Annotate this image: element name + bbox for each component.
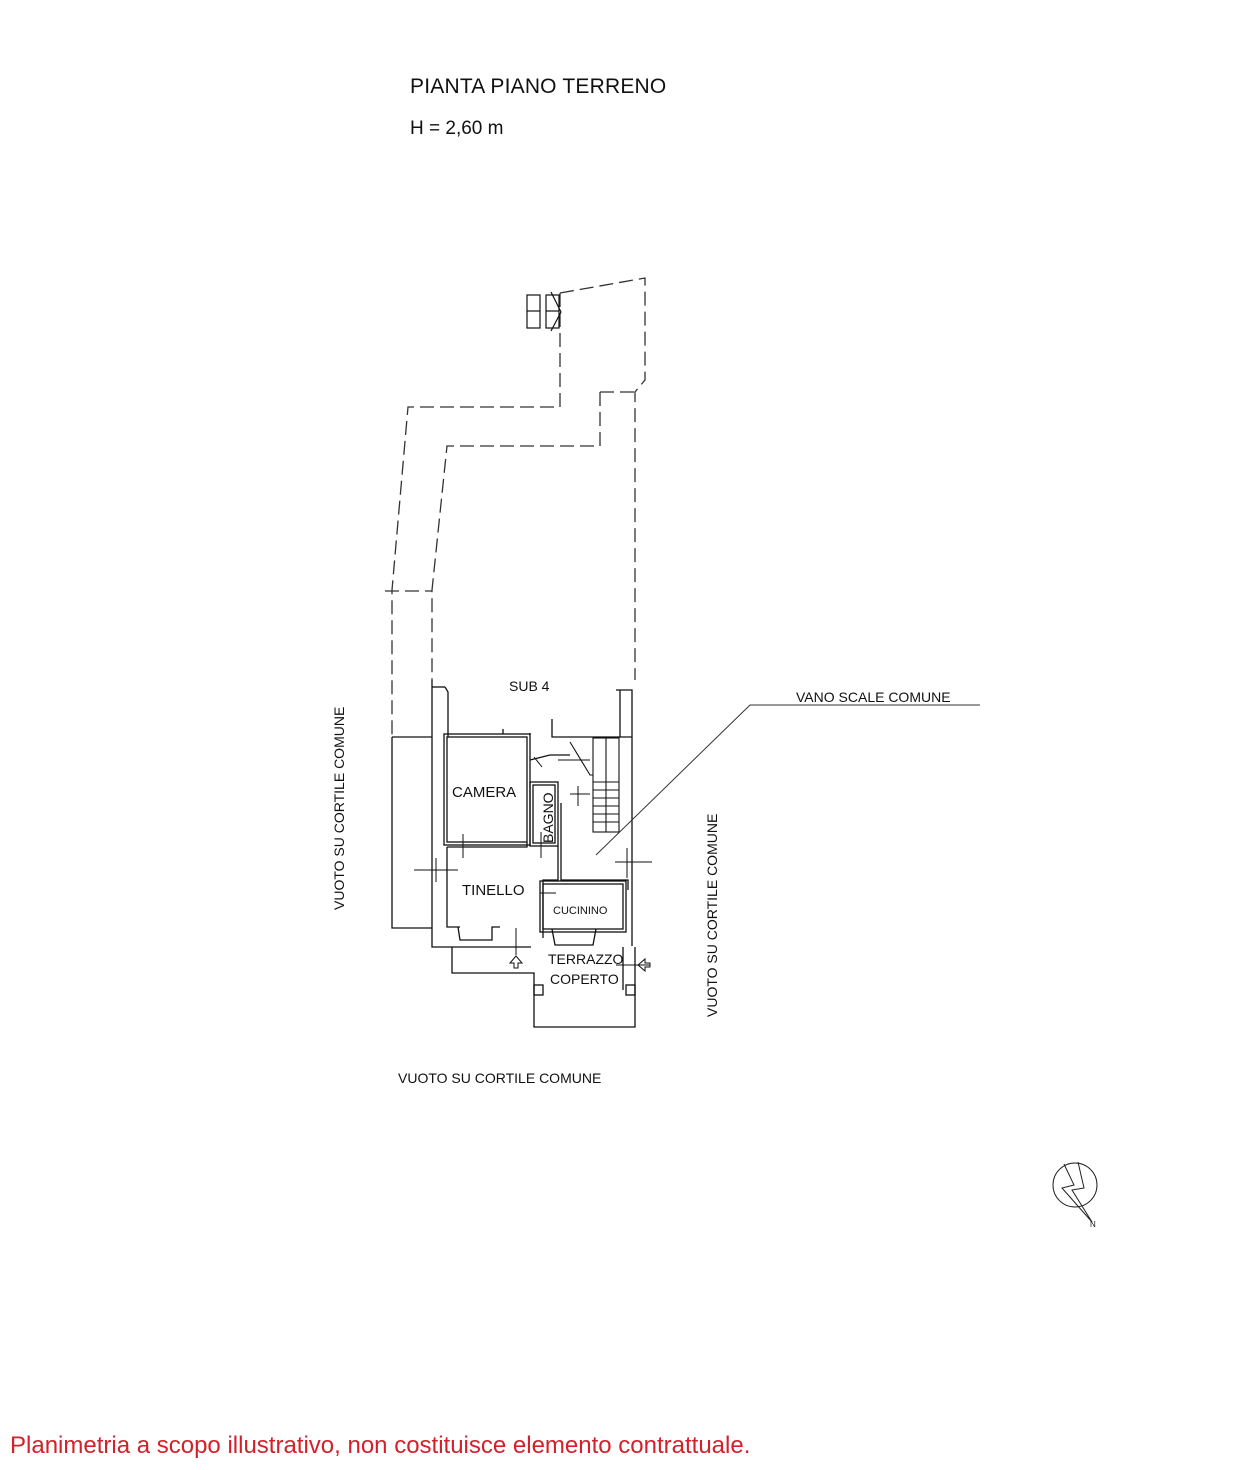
top-steps bbox=[526, 291, 562, 332]
room-camera-label: CAMERA bbox=[452, 784, 516, 801]
room-cucinino-label: CUCININO bbox=[553, 905, 608, 917]
void-left-label: VUOTO SU CORTILE COMUNE bbox=[331, 707, 347, 910]
stairwell-callout-label: VANO SCALE COMUNE bbox=[796, 689, 951, 705]
stairwell-leader-line bbox=[595, 704, 980, 856]
sub4-dashed-outline bbox=[385, 277, 646, 735]
disclaimer-text: Planimetria a scopo illustrativo, non co… bbox=[10, 1432, 751, 1459]
page-title: PIANTA PIANO TERRENO bbox=[410, 75, 667, 98]
room-tinello-label: TINELLO bbox=[462, 882, 525, 899]
sub4-label: SUB 4 bbox=[509, 678, 550, 694]
north-label: N bbox=[1090, 1220, 1096, 1229]
stairs bbox=[558, 737, 620, 833]
room-terrazzo-label: TERRAZZO bbox=[548, 951, 624, 967]
north-arrow-icon: N bbox=[1052, 1161, 1098, 1229]
void-bottom-label: VUOTO SU CORTILE COMUNE bbox=[398, 1070, 601, 1086]
door-marks bbox=[414, 756, 652, 966]
room-bagno-label: BAGNO bbox=[540, 792, 556, 843]
room-coperto-label: COPERTO bbox=[550, 971, 619, 987]
entry-arrow-icon bbox=[508, 955, 651, 973]
ceiling-height-label: H = 2,60 m bbox=[410, 118, 504, 139]
void-right-label: VUOTO SU CORTILE COMUNE bbox=[704, 814, 720, 1017]
apartment-walls bbox=[391, 680, 636, 1028]
